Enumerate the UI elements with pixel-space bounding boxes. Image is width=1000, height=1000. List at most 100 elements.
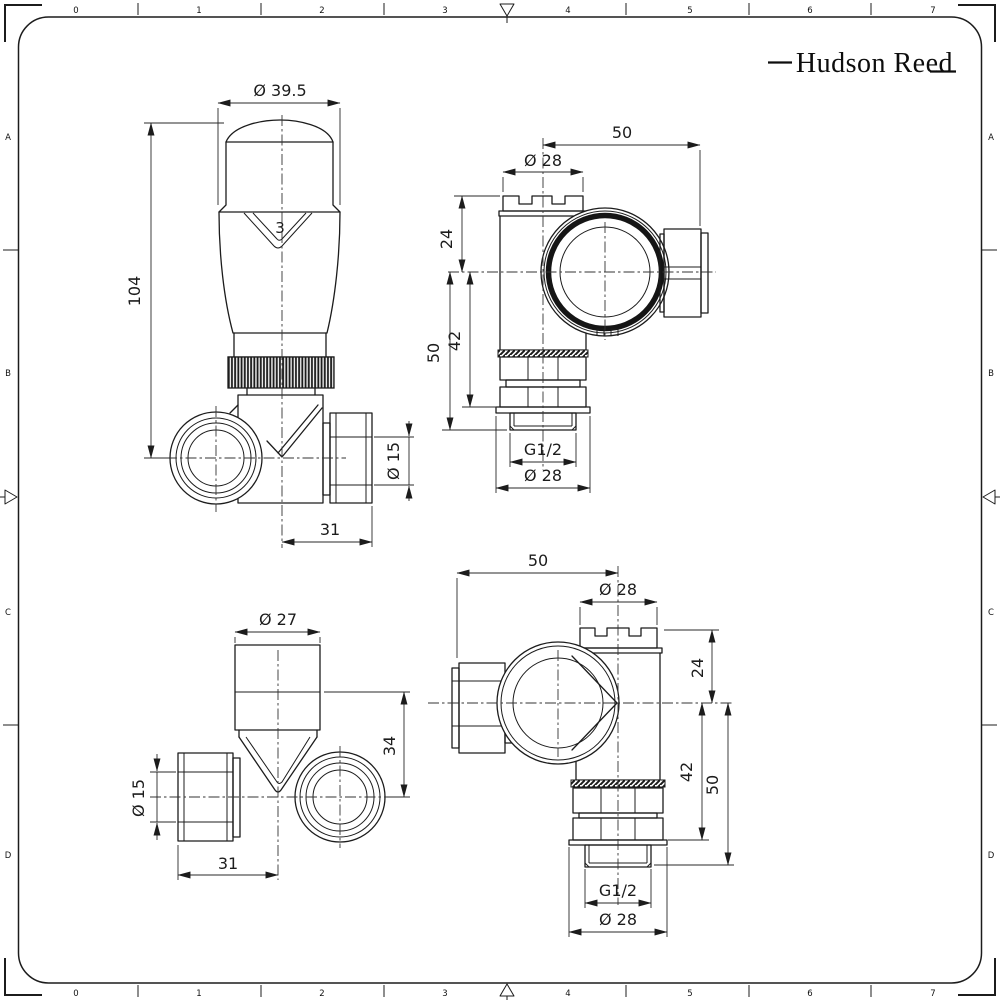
dim-label: 31 <box>320 520 340 539</box>
corner-bracket-bottom-right <box>958 958 996 996</box>
dim-side-thread: G1/2 <box>509 433 577 467</box>
ruler-label: 3 <box>442 989 447 999</box>
side-centerlines <box>448 138 716 470</box>
ruler-label: D <box>5 851 12 861</box>
ruler-label: 4 <box>565 989 570 999</box>
lside-centerlines <box>428 566 734 905</box>
center-mark-top <box>499 3 515 23</box>
dim-lockshield-31: 31 <box>177 845 279 880</box>
dim-lside-42: 42 <box>668 702 709 841</box>
dim-label: 104 <box>125 276 144 307</box>
brand-text: Hudson Reed <box>796 48 953 79</box>
castellated-cap <box>579 627 658 649</box>
dim-lside-width50: 50 <box>456 551 619 658</box>
ruler-label: 4 <box>565 6 570 16</box>
thermo-knurl-and-body <box>227 332 373 504</box>
dim-label: Ø 28 <box>599 580 637 599</box>
dim-label: Ø 28 <box>524 466 562 485</box>
dim-label: 42 <box>445 331 464 351</box>
dim-label: 24 <box>688 658 707 678</box>
dim-pipe-diameter: Ø 15 <box>374 421 414 501</box>
center-mark-right <box>982 489 1000 505</box>
ruler-label: 7 <box>930 6 935 16</box>
center-mark-left <box>0 489 18 505</box>
ruler-bottom: 0 1 2 3 4 5 6 7 <box>73 983 936 1000</box>
dim-side-24: 24 <box>437 195 500 273</box>
dim-label: Ø 28 <box>524 151 562 170</box>
dim-label: 50 <box>424 343 443 363</box>
dim-label: 31 <box>218 854 238 873</box>
ruler-label: 5 <box>687 989 692 999</box>
dim-label: Ø 28 <box>599 910 637 929</box>
lockshield-cap <box>234 644 321 731</box>
ruler-label: 0 <box>73 989 78 999</box>
dim-head-diameter: Ø 39.5 <box>217 81 341 205</box>
knurled-ring <box>227 356 335 389</box>
dim-lockshield-34: 34 <box>324 691 410 798</box>
dim-lside-thread: G1/2 <box>584 869 652 908</box>
side-pipe-fitting <box>659 228 709 318</box>
view-lockshield-side: 50 Ø 28 24 42 50 G1/2 <box>428 551 734 937</box>
lockshield-centerlines <box>150 650 396 880</box>
dim-body-width: 31 <box>281 506 373 547</box>
ruler-label: 2 <box>319 989 324 999</box>
brand-logo: Hudson Reed <box>768 48 956 79</box>
dim-label: 50 <box>703 775 722 795</box>
ruler-label: C <box>988 608 994 618</box>
dim-label: Ø 39.5 <box>253 81 306 100</box>
view-thermostatic-front: 3 Ø 39.5 <box>125 81 414 548</box>
ruler-label: C <box>5 608 11 618</box>
ruler-label: 7 <box>930 989 935 999</box>
ruler-top: 0 1 2 3 4 5 6 7 <box>73 3 936 23</box>
dim-lockshield-cap-diameter: Ø 27 <box>234 610 321 643</box>
dim-lside-base-diameter: Ø 28 <box>568 847 668 937</box>
view-lockshield-front: Ø 27 34 Ø 15 31 <box>129 610 410 880</box>
dim-lockshield-pipe-diameter: Ø 15 <box>129 754 176 840</box>
dim-lside-24: 24 <box>664 629 719 704</box>
dim-lside-cap-diameter: Ø 28 <box>579 580 658 625</box>
dim-side-base-diameter: Ø 28 <box>495 416 591 493</box>
dim-side-width50: 50 <box>542 123 701 226</box>
ruler-label: 1 <box>196 6 201 16</box>
ruler-label: 1 <box>196 989 201 999</box>
ruler-label: 6 <box>807 6 812 16</box>
thermo-centerlines <box>166 115 346 548</box>
dim-lside-50v: 50 <box>654 702 734 866</box>
drawing-border <box>17 16 983 984</box>
dim-label: Ø 15 <box>129 779 148 817</box>
ruler-label: D <box>988 851 995 861</box>
ruler-left: A B C D <box>0 133 18 861</box>
corner-bracket-top-left <box>4 4 42 42</box>
dim-label: G1/2 <box>524 440 562 459</box>
dim-label: 34 <box>380 736 399 756</box>
body-chamfer-cone <box>266 404 323 458</box>
dim-label: Ø 15 <box>384 442 403 480</box>
thermo-head-outline: 3 <box>218 119 341 334</box>
dim-label: 24 <box>437 229 456 249</box>
view-thermostatic-side: 50 Ø 28 24 42 50 G1/2 <box>424 123 716 493</box>
ruler-right: A B C D <box>982 133 1000 861</box>
body-chamfer-cone <box>571 655 618 751</box>
sheet-frame: 0 1 2 3 4 5 6 7 0 1 2 3 4 5 6 7 A B C <box>0 3 1000 1000</box>
dim-label: 42 <box>677 762 696 782</box>
dim-label: 50 <box>528 551 548 570</box>
ruler-label: 6 <box>807 989 812 999</box>
ruler-label: 5 <box>687 6 692 16</box>
ruler-label: B <box>988 369 994 379</box>
dim-label: Ø 27 <box>259 610 297 629</box>
dim-label: 50 <box>612 123 632 142</box>
castellated-cap <box>502 195 584 212</box>
ruler-label: A <box>5 133 11 143</box>
dim-side-cap-diameter: Ø 28 <box>502 151 584 192</box>
ruler-label: 3 <box>442 6 447 16</box>
ruler-label: A <box>988 133 994 143</box>
ring-notch-detail <box>596 328 619 336</box>
center-mark-bottom <box>499 983 515 1000</box>
ruler-label: B <box>5 369 11 379</box>
ruler-label: 0 <box>73 6 78 16</box>
dim-total-height: 104 <box>125 122 224 459</box>
corner-bracket-bottom-left <box>4 958 42 996</box>
